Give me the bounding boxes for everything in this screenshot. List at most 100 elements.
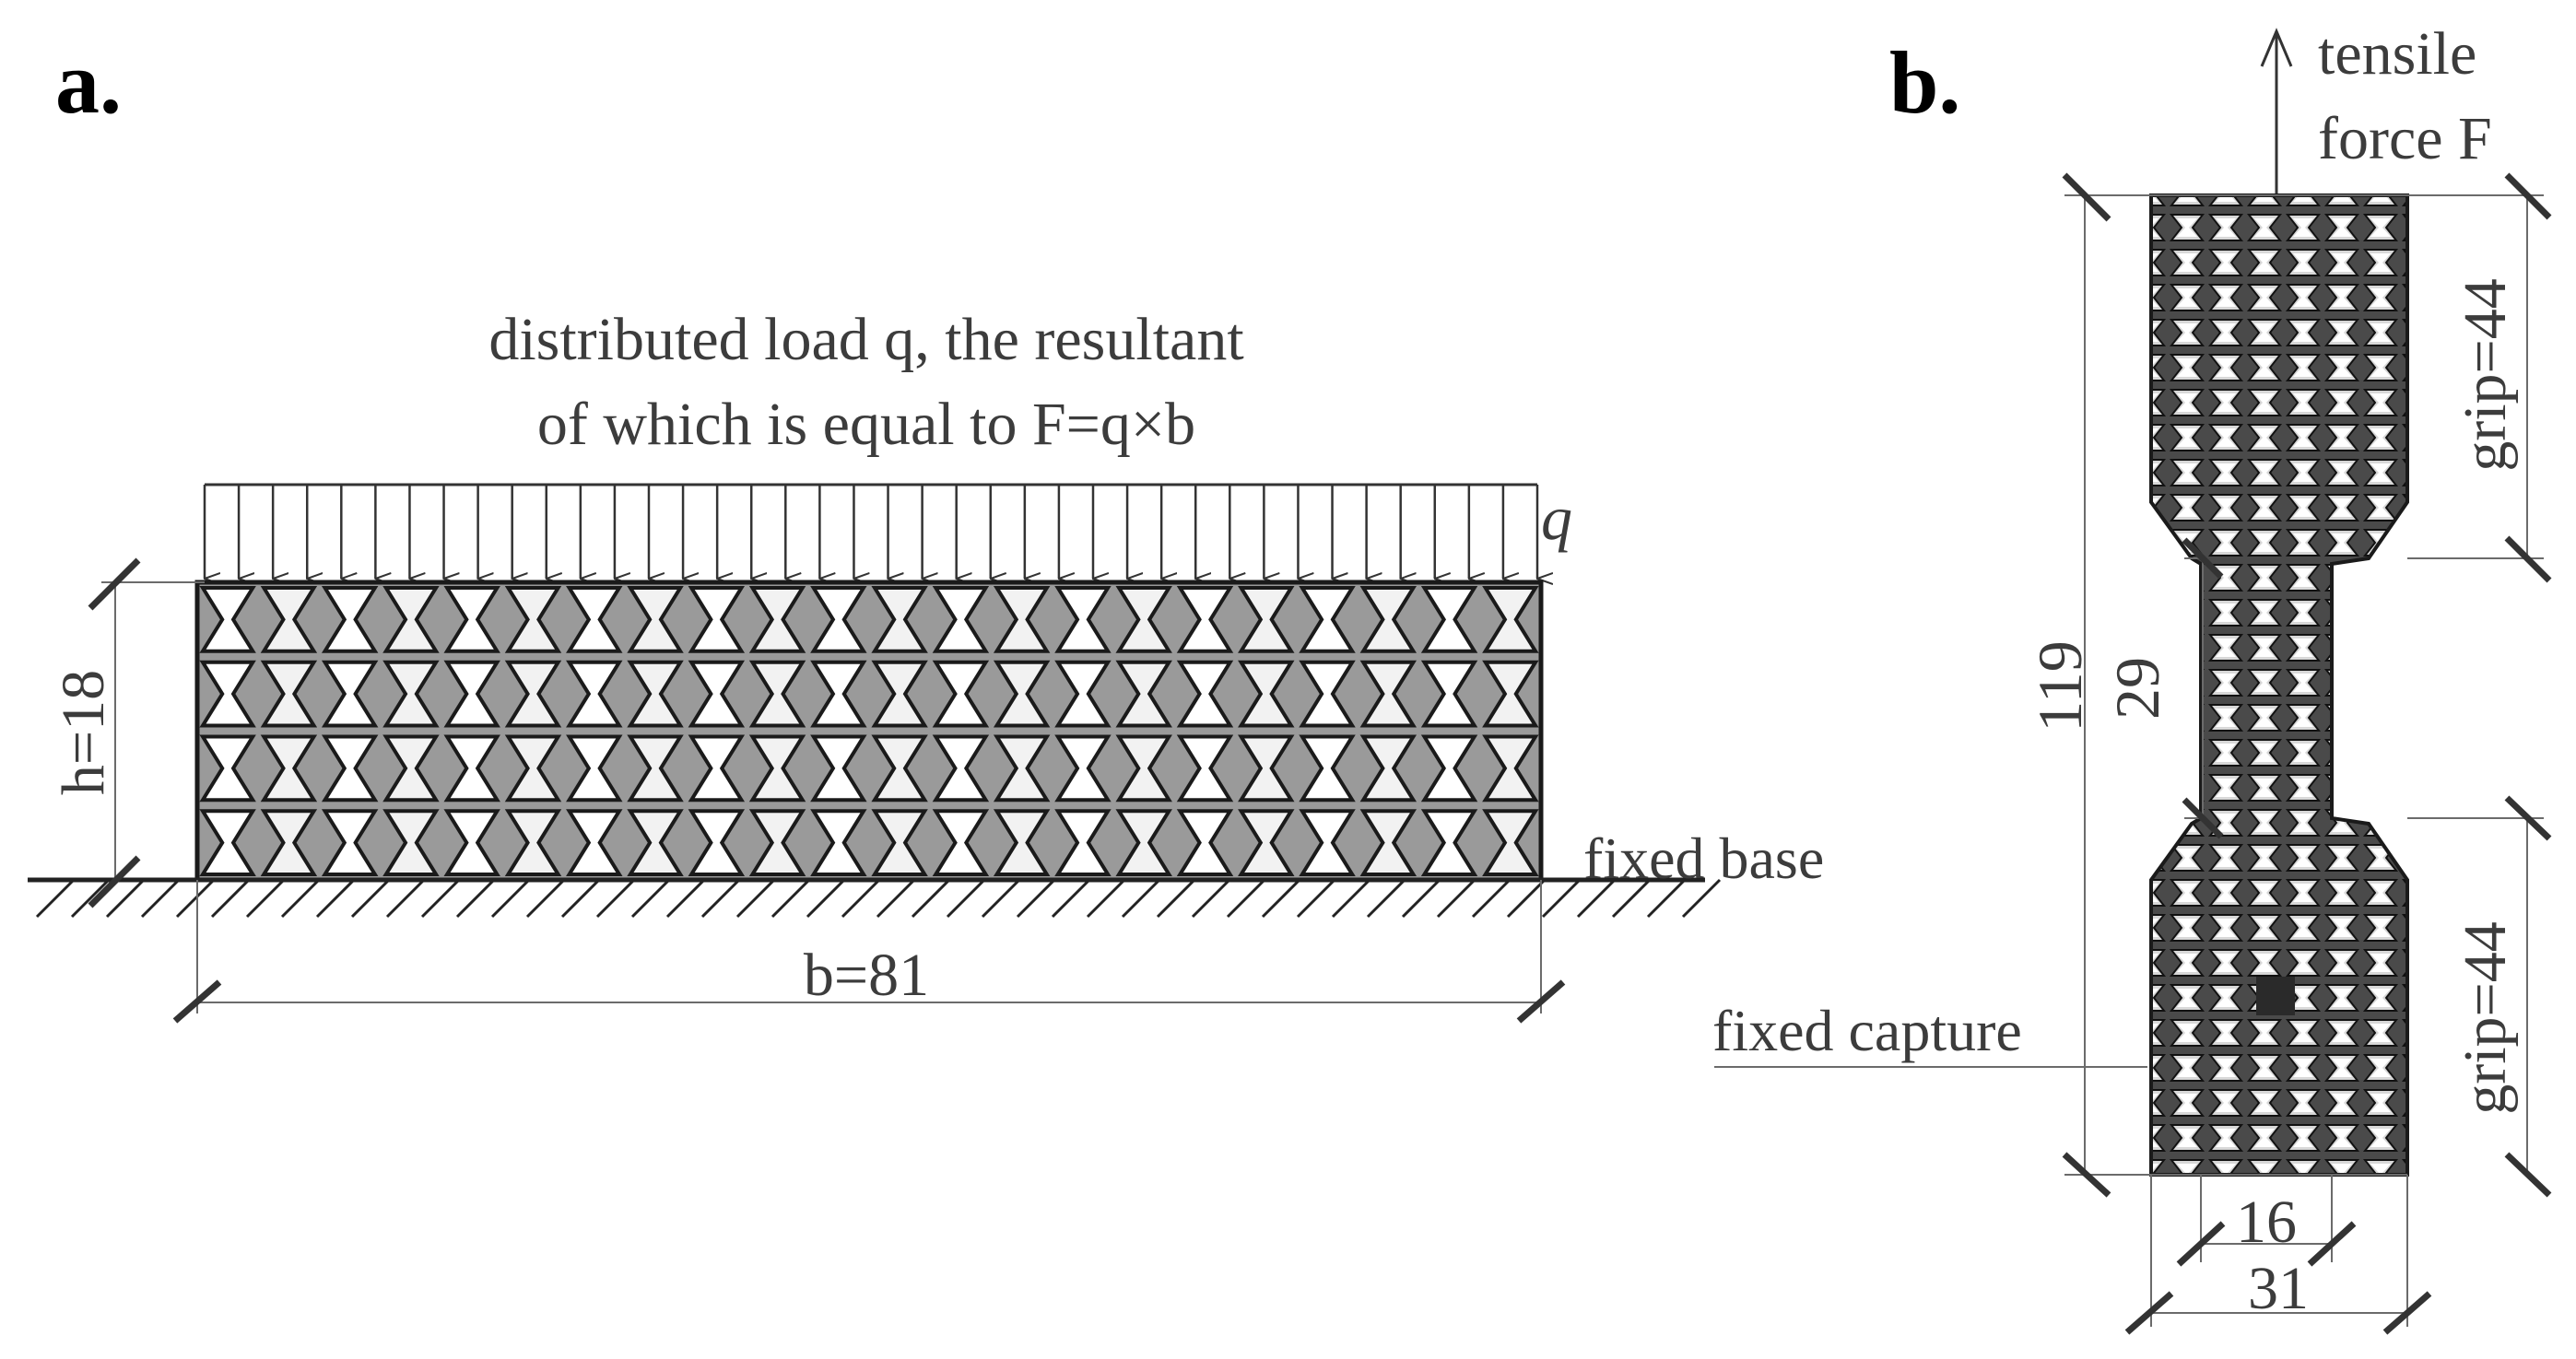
auxetic-cell xyxy=(1299,734,1356,803)
fixed-capture-point xyxy=(2256,977,2295,1015)
auxetic-cell xyxy=(993,734,1051,803)
auxetic-cell xyxy=(1176,809,1234,876)
auxetic-cell xyxy=(748,660,806,728)
auxetic-cell xyxy=(260,809,318,876)
ground-hatch-mark xyxy=(245,878,286,919)
ground-hatch-mark xyxy=(35,878,76,919)
auxetic-cell xyxy=(1115,734,1172,803)
grip-top-label: grip=44 xyxy=(2452,278,2519,472)
ground-hatch-mark xyxy=(175,878,216,919)
auxetic-cell xyxy=(1299,660,1356,728)
fixed-base-label: fixed base xyxy=(1583,826,1824,891)
gauge-length-label: 29 xyxy=(2102,657,2172,720)
ground-hatch-mark xyxy=(1331,878,1371,919)
tensile-force-line1: tensile xyxy=(2318,20,2476,88)
ground-hatch-mark xyxy=(490,878,531,919)
auxetic-cell xyxy=(627,734,684,803)
total-length-label: 119 xyxy=(2025,640,2095,732)
auxetic-cell xyxy=(932,586,990,653)
ground-hatch-mark xyxy=(1611,878,1652,919)
ground-hatch-mark xyxy=(1401,878,1441,919)
auxetic-cell xyxy=(688,586,746,653)
auxetic-cell xyxy=(993,809,1051,876)
auxetic-cell xyxy=(871,809,928,876)
auxetic-cell xyxy=(1359,660,1417,728)
auxetic-cell xyxy=(382,586,440,653)
ground-hatch-mark xyxy=(946,878,986,919)
auxetic-cell xyxy=(382,660,440,728)
auxetic-cell xyxy=(443,586,500,653)
auxetic-cell xyxy=(443,734,500,803)
panel-a: a. distributed load q, the resultant of … xyxy=(28,33,1824,1024)
auxetic-cell xyxy=(627,586,684,653)
ground-hatch-mark xyxy=(105,878,146,919)
ground-hatch-mark xyxy=(595,878,636,919)
ground-hatch-mark xyxy=(1121,878,1161,919)
ground-hatch-mark xyxy=(1296,878,1336,919)
panel-a-label: a. xyxy=(55,33,122,132)
ground-hatch-mark xyxy=(315,878,356,919)
auxetic-cell xyxy=(810,660,867,728)
auxetic-cell xyxy=(504,734,562,803)
ground-hatch-mark xyxy=(1226,878,1266,919)
auxetic-lattice xyxy=(194,580,1544,883)
auxetic-cell xyxy=(627,809,684,876)
ground-hatch-mark xyxy=(1261,878,1301,919)
ground-hatch-mark xyxy=(876,878,916,919)
ground-hatch-mark xyxy=(525,878,566,919)
load-arrows xyxy=(203,485,1537,579)
auxetic-cell xyxy=(504,660,562,728)
auxetic-cell xyxy=(321,586,379,653)
ground-hatch-mark xyxy=(1366,878,1406,919)
auxetic-cell xyxy=(199,586,256,653)
ground-hatch-mark xyxy=(385,878,426,919)
auxetic-cell xyxy=(748,809,806,876)
ground-hatch-mark xyxy=(1576,878,1617,919)
auxetic-cell xyxy=(1238,734,1295,803)
height-dim-tick-bottom xyxy=(88,855,141,908)
auxetic-cell xyxy=(1115,809,1172,876)
auxetic-cell xyxy=(566,586,623,653)
auxetic-cell xyxy=(199,660,256,728)
auxetic-cell xyxy=(260,586,318,653)
ground-hatch-mark xyxy=(700,878,741,919)
auxetic-cell xyxy=(260,734,318,803)
ground-hatch-mark xyxy=(455,878,496,919)
width-dim-tick-left xyxy=(172,979,222,1024)
auxetic-cell xyxy=(688,809,746,876)
auxetic-cell xyxy=(748,734,806,803)
auxetic-cell xyxy=(871,660,928,728)
auxetic-cell xyxy=(382,734,440,803)
tensile-force-line2: force F xyxy=(2318,105,2492,172)
ground-hatch-mark xyxy=(1016,878,1056,919)
auxetic-cell xyxy=(1176,734,1234,803)
ground-hatch-mark xyxy=(1506,878,1547,919)
ground-hatch-mark xyxy=(140,878,181,919)
auxetic-cell xyxy=(1359,809,1417,876)
auxetic-cell xyxy=(1238,660,1295,728)
auxetic-cell xyxy=(566,809,623,876)
auxetic-cell xyxy=(1420,809,1478,876)
auxetic-cell xyxy=(1238,809,1295,876)
auxetic-cell xyxy=(688,660,746,728)
auxetic-cell xyxy=(1054,660,1112,728)
fixed-capture-label: fixed capture xyxy=(1712,998,2022,1063)
ground-hatch-mark xyxy=(1471,878,1511,919)
grip-width-label: 31 xyxy=(2248,1255,2309,1322)
auxetic-cell xyxy=(1054,809,1112,876)
fixed-base-hatching xyxy=(35,878,1722,919)
auxetic-cell xyxy=(993,586,1051,653)
ground-hatch-mark xyxy=(1646,878,1687,919)
auxetic-cell xyxy=(1238,586,1295,653)
auxetic-cell xyxy=(1176,586,1234,653)
auxetic-cell xyxy=(1420,660,1478,728)
auxetic-cell xyxy=(1115,660,1172,728)
gauge-width-label: 16 xyxy=(2236,1189,2297,1256)
auxetic-cell xyxy=(504,809,562,876)
ground-hatch-mark xyxy=(70,878,111,919)
ground-hatch-mark xyxy=(1541,878,1582,919)
auxetic-cell xyxy=(1299,809,1356,876)
ground-hatch-mark xyxy=(806,878,846,919)
auxetic-cell xyxy=(1482,586,1539,653)
